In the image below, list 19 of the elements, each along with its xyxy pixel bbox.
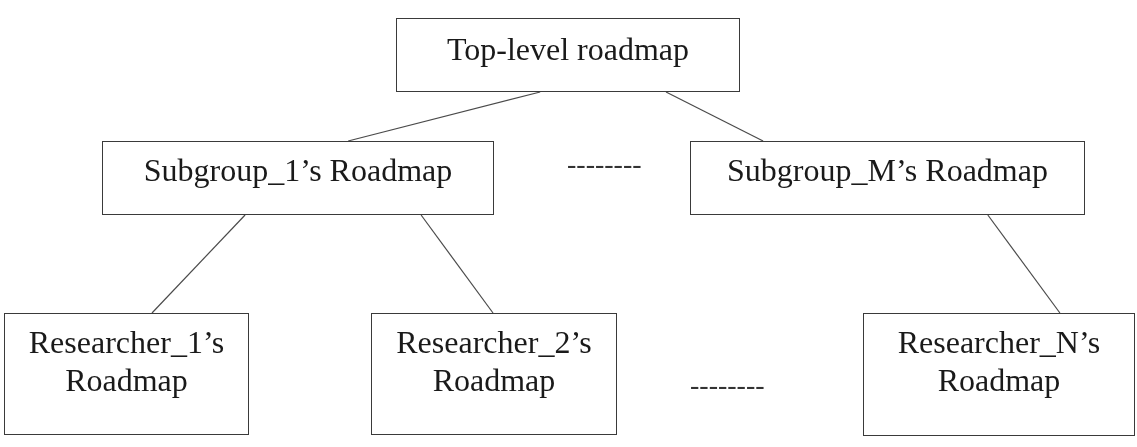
connector-line xyxy=(420,214,494,314)
node-text: Top-level roadmap xyxy=(446,30,690,68)
connector-line xyxy=(347,91,541,142)
roadmap-box xyxy=(371,313,617,435)
roadmap-box xyxy=(102,141,494,215)
node-text: Researcher_N’s Roadmap xyxy=(896,323,1102,399)
ellipsis-dashes: -------- xyxy=(567,150,642,178)
connector-line xyxy=(665,91,764,142)
node-text: Subgroup_M’s Roadmap xyxy=(727,151,1048,189)
node-text: Subgroup_1’s Roadmap xyxy=(143,151,453,189)
node-text: Researcher_1’s Roadmap xyxy=(27,323,226,399)
roadmap-box xyxy=(863,313,1135,436)
connector-line xyxy=(151,214,246,314)
roadmap-box xyxy=(4,313,249,435)
connector-line xyxy=(987,214,1061,314)
roadmap-box xyxy=(396,18,740,92)
ellipsis-dashes: -------- xyxy=(690,371,765,399)
roadmap-box xyxy=(690,141,1085,215)
node-text: Researcher_2’s Roadmap xyxy=(395,323,593,399)
